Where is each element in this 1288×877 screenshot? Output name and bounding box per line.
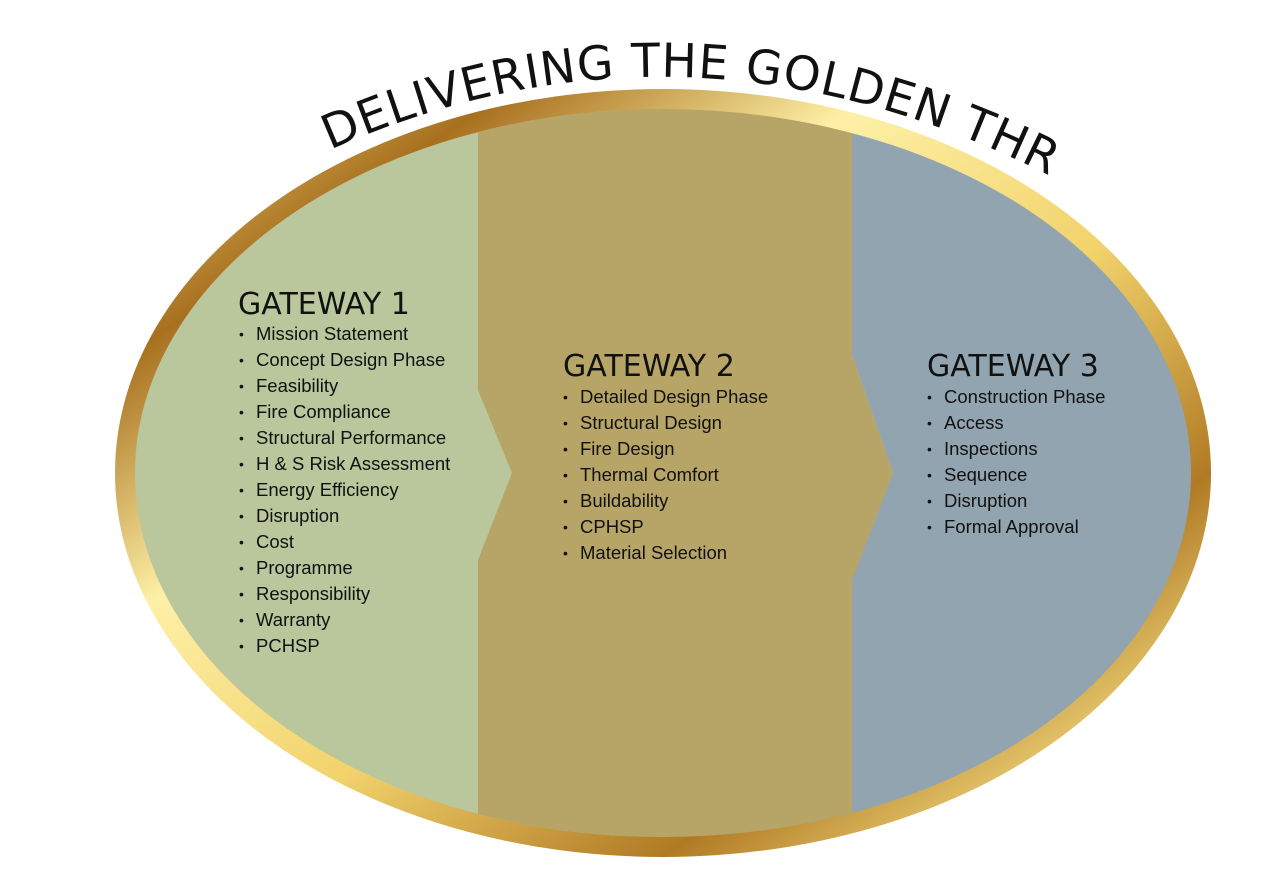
bullet-icon: • (239, 378, 244, 394)
bullet-icon: • (239, 638, 244, 654)
gateway-1-heading: GATEWAY 1 (238, 287, 410, 322)
gateway-1-list-item: Responsibility (256, 583, 371, 604)
gateway-1-list-item: Feasibility (256, 375, 339, 396)
bullet-icon: • (563, 389, 568, 405)
gateway-2-list-item: Detailed Design Phase (580, 386, 768, 407)
bullet-icon: • (239, 612, 244, 628)
gateway-3-panel: GATEWAY 3 • Construction Phase • Access • Ins… (927, 349, 1105, 537)
gateway-2-segment (478, 109, 893, 837)
bullet-icon: • (563, 493, 568, 509)
gateway-1-list-item: Programme (256, 557, 353, 578)
gateway-3-list-item: Access (944, 412, 1004, 433)
gateway-3-heading: GATEWAY 3 (927, 349, 1099, 384)
bullet-icon: • (927, 519, 932, 535)
gateway-1-list-item: PCHSP (256, 635, 320, 656)
gateway-1-panel: GATEWAY 1 • Mission Statement • Concept Des… (238, 287, 450, 656)
bullet-icon: • (239, 534, 244, 550)
gateway-2-list-item: Fire Design (580, 438, 675, 459)
gateway-1-list-item: Cost (256, 531, 294, 552)
bullet-icon: • (239, 586, 244, 602)
bullet-icon: • (239, 352, 244, 368)
gateway-1-list-item: Energy Efficiency (256, 479, 399, 500)
bullet-icon: • (239, 456, 244, 472)
bullet-icon: • (239, 482, 244, 498)
gateway-2-list-item: Structural Design (580, 412, 722, 433)
gateway-2-list-item: CPHSP (580, 516, 644, 537)
bullet-icon: • (927, 493, 932, 509)
gateway-2-list-item: Buildability (580, 490, 669, 511)
gateway-1-list-item: Warranty (256, 609, 331, 630)
gateway-2-panel: GATEWAY 2 • Detailed Design Phase • Structu… (563, 349, 768, 563)
bullet-icon: • (927, 389, 932, 405)
bullet-icon: • (239, 326, 244, 342)
gateway-1-list-item: Fire Compliance (256, 401, 391, 422)
gateway-1-list-item: Disruption (256, 505, 339, 526)
gateway-1-list-item: H & S Risk Assessment (256, 453, 450, 474)
bullet-icon: • (563, 467, 568, 483)
gateway-2-list: • Detailed Design Phase • Structural Design… (563, 386, 768, 563)
gateway-3-list-item: Inspections (944, 438, 1038, 459)
bullet-icon: • (239, 508, 244, 524)
gateway-3-list-item: Sequence (944, 464, 1027, 485)
gateway-3-list-item: Disruption (944, 490, 1027, 511)
gateway-3-list-item: Formal Approval (944, 516, 1079, 537)
bullet-icon: • (927, 441, 932, 457)
bullet-icon: • (927, 415, 932, 431)
gateway-1-list-item: Structural Performance (256, 427, 446, 448)
gateway-2-heading: GATEWAY 2 (563, 349, 735, 384)
bullet-icon: • (563, 441, 568, 457)
gateway-1-list: • Mission Statement • Concept Design Phase •… (239, 323, 450, 656)
gateway-1-list-item: Mission Statement (256, 323, 408, 344)
bullet-icon: • (563, 545, 568, 561)
bullet-icon: • (239, 404, 244, 420)
gateway-1-list-item: Concept Design Phase (256, 349, 445, 370)
gateway-3-list-item: Construction Phase (944, 386, 1105, 407)
gateway-2-list-item: Thermal Comfort (580, 464, 719, 485)
bullet-icon: • (239, 430, 244, 446)
bullet-icon: • (239, 560, 244, 576)
gateway-3-list: • Construction Phase • Access • Inspections • S… (927, 386, 1105, 537)
bullet-icon: • (563, 415, 568, 431)
bullet-icon: • (927, 467, 932, 483)
gateway-2-list-item: Material Selection (580, 542, 727, 563)
bullet-icon: • (563, 519, 568, 535)
